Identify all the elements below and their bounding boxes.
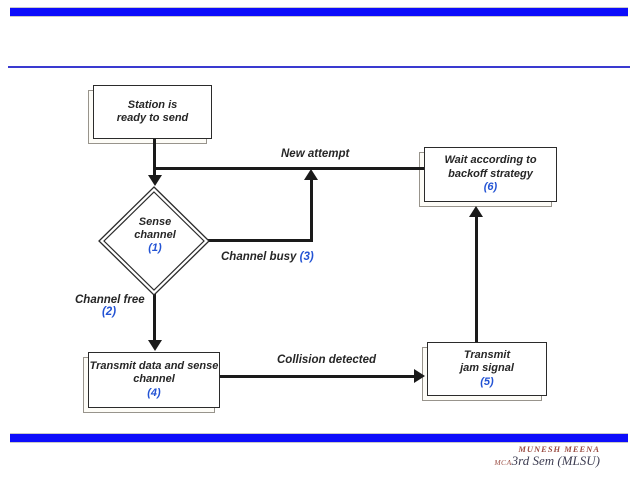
wait-box: Wait according to backoff strategy (6) — [424, 147, 557, 202]
sense-channel-text: Sense channel (1) — [103, 216, 207, 256]
sense-number: (1) — [148, 242, 162, 255]
sense-channel-diamond — [98, 186, 210, 296]
bottom-blue-bar — [10, 433, 628, 443]
line-channel-busy-vertical — [310, 176, 313, 242]
line-station-to-diamond — [153, 139, 156, 178]
jam-box-line1: Transmit — [463, 348, 511, 361]
line-collision-detected — [220, 375, 416, 378]
jam-box-line2: jam signal — [460, 362, 514, 375]
footer-credits: MUNESH MEENA MCA3rd Sem (MLSU) — [494, 444, 600, 467]
line-channel-free — [153, 294, 156, 342]
credit-degree: MCA — [494, 458, 512, 467]
arrowhead-into-jam-box — [414, 369, 425, 383]
jam-box-number: (5) — [480, 375, 494, 388]
header-divider-line — [8, 66, 630, 68]
label-channel-free-text: Channel free — [75, 294, 145, 306]
credit-semester: MCA3rd Sem (MLSU) — [494, 454, 600, 467]
station-box: Station is ready to send — [93, 85, 212, 139]
wait-box-line1: Wait according to — [444, 154, 537, 167]
credit-sem-text: 3rd Sem (MLSU) — [511, 453, 600, 468]
line-new-attempt — [153, 167, 425, 170]
label-new-attempt: New attempt — [281, 148, 350, 160]
station-box-line1: Station is — [127, 98, 178, 111]
label-channel-free: Channel free (2) — [75, 294, 145, 318]
arrowhead-into-diamond — [148, 175, 162, 186]
transmit-data-box-line2: channel — [133, 373, 175, 386]
sense-line2: channel — [134, 229, 176, 242]
label-channel-busy-number: (3) — [299, 251, 314, 263]
wait-box-number: (6) — [483, 181, 498, 194]
top-blue-bar — [10, 7, 628, 17]
wait-box-line2: backoff strategy — [448, 167, 533, 180]
arrowhead-into-transmit-data — [148, 340, 162, 351]
arrowhead-into-wait-box — [469, 206, 483, 217]
label-collision-detected: Collision detected — [277, 354, 377, 366]
station-box-line2: ready to send — [116, 112, 189, 124]
sense-line1: Sense — [138, 216, 172, 228]
transmit-data-box-number: (4) — [147, 386, 161, 399]
label-channel-busy-text: Channel busy — [221, 251, 300, 263]
line-jam-to-wait — [475, 216, 478, 344]
line-channel-busy-horizontal — [208, 239, 313, 242]
jam-box: Transmit jam signal (5) — [427, 342, 547, 396]
arrowhead-channel-busy-up — [304, 169, 318, 180]
transmit-data-box: Transmit data and sense channel (4) — [88, 352, 220, 408]
label-channel-busy: Channel busy (3) — [221, 251, 314, 263]
credit-author: MUNESH MEENA — [518, 444, 600, 454]
label-channel-free-number: (2) — [101, 306, 117, 318]
transmit-data-box-line1: Transmit data and sense — [89, 359, 219, 372]
